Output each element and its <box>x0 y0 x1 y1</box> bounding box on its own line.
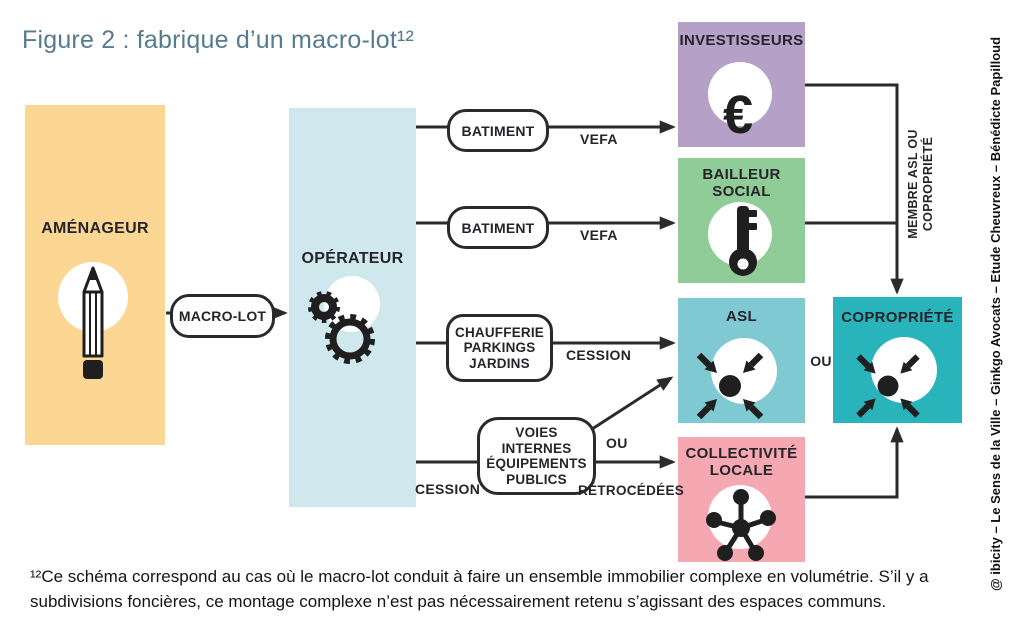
edge-investisseurs-copro <box>805 83 904 295</box>
credits-vertical-text: @ ibicity – Le Sens de la Ville – Ginkgo… <box>987 36 1003 592</box>
node-investisseurs: INVESTISSEURS € <box>678 22 805 147</box>
network-icon <box>706 489 776 561</box>
converge-arrows-icon <box>856 354 920 418</box>
key-icon <box>729 206 757 276</box>
node-operateur: OPÉRATEUR <box>289 108 416 507</box>
edge-label-retrocedees: RÉTROCÉDÉES <box>578 483 685 498</box>
edge-collectivite-copro <box>805 426 904 499</box>
edge-label-membre-asl-ou-copropriete: MEMBRE ASL OU COPROPRIÉTÉ <box>906 129 935 239</box>
node-asl: ASL <box>678 298 805 423</box>
euro-icon: € <box>723 85 754 145</box>
pill-voies-internes-equipements-publics: VOIES INTERNES ÉQUIPEMENTS PUBLICS <box>477 417 596 495</box>
node-amenageur-label: AMÉNAGEUR <box>41 220 149 237</box>
footnote: ¹²Ce schéma correspond au cas où le macr… <box>30 567 929 611</box>
edge-label-ou-mid: OU <box>606 435 628 451</box>
figure-title: Figure 2 : fabrique d’un macro-lot¹² <box>22 26 415 54</box>
gears-icon <box>308 291 375 364</box>
node-operateur-label: OPÉRATEUR <box>301 250 404 267</box>
pill-batiment-2: BATIMENT <box>447 206 549 249</box>
node-copropriete: COPROPRIÉTÉ <box>833 297 962 423</box>
edge-label-vefa-2: VEFA <box>580 227 618 243</box>
edge-label-vefa-1: VEFA <box>580 131 618 147</box>
node-amenageur: AMÉNAGEUR <box>25 105 165 445</box>
node-bailleur-social-label: BAILLEUR SOCIAL <box>702 166 781 200</box>
node-copropriete-label: COPROPRIÉTÉ <box>841 309 954 326</box>
node-collectivite-locale-label: COLLECTIVITÉ LOCALE <box>685 445 798 479</box>
node-bailleur-social: BAILLEUR SOCIAL <box>678 158 805 283</box>
node-investisseurs-label: INVESTISSEURS <box>679 32 804 49</box>
pill-macro-lot: MACRO-LOT <box>170 294 275 338</box>
node-collectivite-locale: COLLECTIVITÉ LOCALE <box>678 437 805 562</box>
edge-label-cession-2: CESSION <box>415 481 481 497</box>
pencil-icon <box>82 266 104 379</box>
edge-label-cession-1: CESSION <box>566 347 632 363</box>
converge-arrows-icon <box>696 352 764 420</box>
edge-label-ou-right: OU <box>810 353 832 369</box>
pill-chaufferie-parkings-jardins: CHAUFFERIE PARKINGS JARDINS <box>446 314 553 382</box>
pill-batiment-1: BATIMENT <box>447 109 549 152</box>
node-asl-label: ASL <box>726 308 757 325</box>
edge-voies-asl-diagonal <box>588 376 674 433</box>
icon-background-circle <box>708 62 772 126</box>
